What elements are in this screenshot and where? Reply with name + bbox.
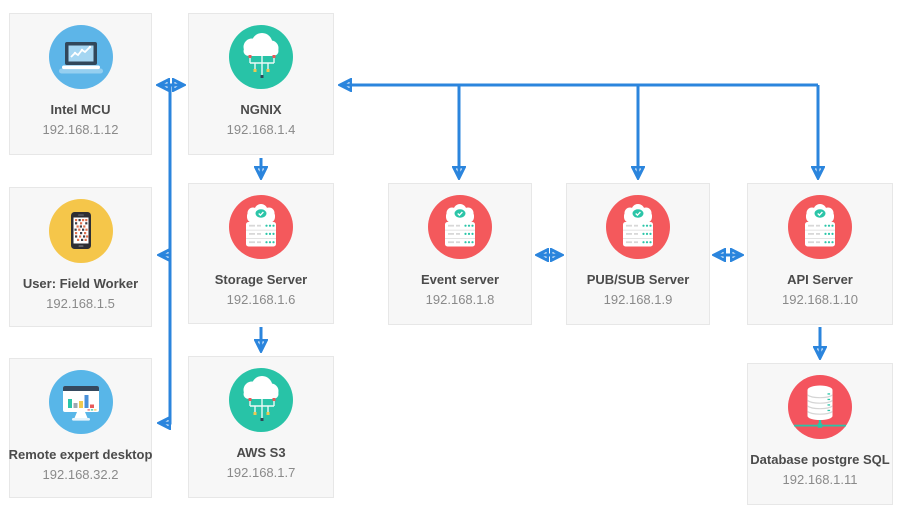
node-label: Intel MCU xyxy=(50,102,111,117)
server-icon xyxy=(788,195,852,259)
node-ip: 192.168.32.2 xyxy=(42,467,119,482)
phone-qr-icon xyxy=(48,199,113,263)
node-database-postgre-sql: Database postgre SQL 192.168.1.11 xyxy=(747,363,893,505)
node-ip: 192.168.1.6 xyxy=(226,292,296,307)
node-label: Database postgre SQL xyxy=(750,452,890,467)
node-event-server: Event server 192.168.1.8 xyxy=(388,183,532,325)
server-icon xyxy=(229,195,293,259)
node-ip: 192.168.1.11 xyxy=(782,472,858,487)
cloud-network-icon xyxy=(229,368,293,432)
node-ip: 192.168.1.12 xyxy=(42,122,119,137)
node-ip: 192.168.1.10 xyxy=(782,292,858,307)
node-label: NGNIX xyxy=(240,102,282,117)
node-pubsub-server: PUB/SUB Server 192.168.1.9 xyxy=(566,183,710,325)
node-label: API Server xyxy=(787,272,853,287)
monitor-chart-icon xyxy=(48,370,113,434)
node-ip: 192.168.1.5 xyxy=(46,296,115,311)
database-icon xyxy=(788,375,852,439)
node-api-server: API Server 192.168.1.10 xyxy=(747,183,893,325)
node-ip: 192.168.1.7 xyxy=(226,465,296,480)
edge-trunk-to-remote-desktop xyxy=(159,86,172,423)
node-ip: 192.168.1.8 xyxy=(425,292,495,307)
node-label: Event server xyxy=(420,272,500,287)
server-icon xyxy=(428,195,492,259)
laptop-chart-icon xyxy=(48,25,113,89)
server-icon xyxy=(606,195,670,259)
node-aws-s3: AWS S3 192.168.1.7 xyxy=(188,356,334,498)
node-ip: 192.168.1.9 xyxy=(603,292,673,307)
node-user-field-worker: User: Field Worker 192.168.1.5 xyxy=(9,187,152,327)
node-intel-mcu: Intel MCU 192.168.1.12 xyxy=(9,13,152,155)
node-storage-server: Storage Server 192.168.1.6 xyxy=(188,183,334,324)
node-label: User: Field Worker xyxy=(22,276,139,291)
node-label: PUB/SUB Server xyxy=(586,272,690,287)
node-label: AWS S3 xyxy=(236,445,286,460)
node-label: Storage Server xyxy=(214,272,308,287)
node-remote-expert-desktop: Remote expert desktop 192.168.32.2 xyxy=(9,358,152,498)
node-ngnix: NGNIX 192.168.1.4 xyxy=(188,13,334,155)
node-ip: 192.168.1.4 xyxy=(226,122,296,137)
cloud-network-icon xyxy=(229,25,293,89)
node-label: Remote expert desktop xyxy=(8,447,153,462)
